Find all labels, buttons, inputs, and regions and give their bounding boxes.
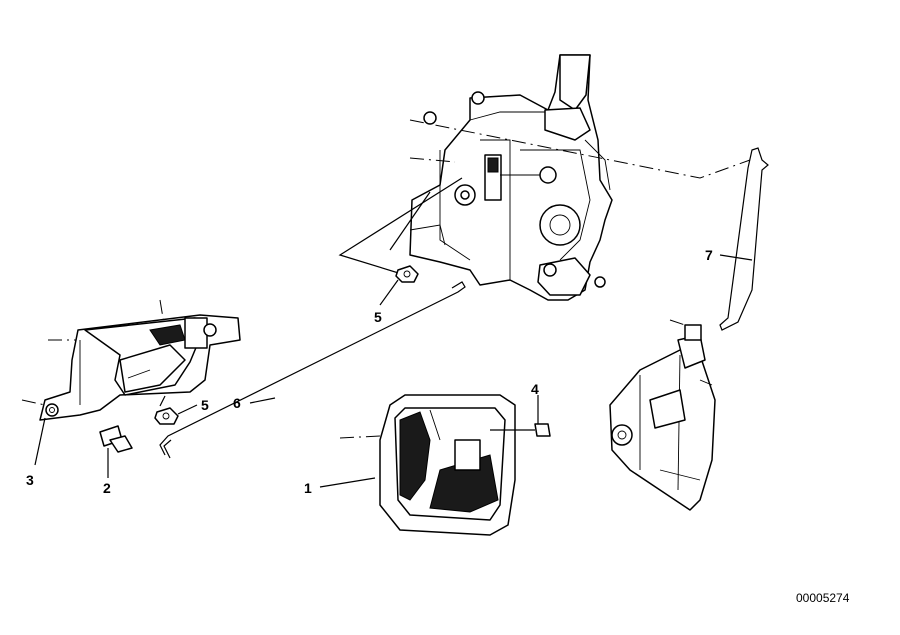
callout-2: 2 [103,480,111,496]
nut-part-5-left [154,395,179,425]
callout-4: 4 [531,381,539,397]
callout-3: 3 [26,472,34,488]
rod-part-6 [159,281,466,459]
callout-6: 6 [233,395,241,411]
callout-leaders [34,254,753,488]
document-number: 00005274 [796,591,850,605]
callout-labels: 1 2 3 4 5 5 6 7 [26,247,713,496]
lock-actuator-assembly [609,324,716,511]
callout-5-top: 5 [374,309,382,325]
callout-5-left: 5 [201,397,209,413]
callout-7: 7 [705,247,713,263]
handle-bezel-part-1 [379,394,516,536]
lock-to-nut-leaders [338,177,463,276]
door-lock-assembly [409,54,613,301]
rod-part-7 [719,147,769,331]
nut-part-5-top [395,265,419,283]
inner-door-handle-assembly [39,314,241,421]
screw-part-4 [490,423,551,437]
screw-part-2 [99,425,133,453]
callout-1: 1 [304,480,312,496]
